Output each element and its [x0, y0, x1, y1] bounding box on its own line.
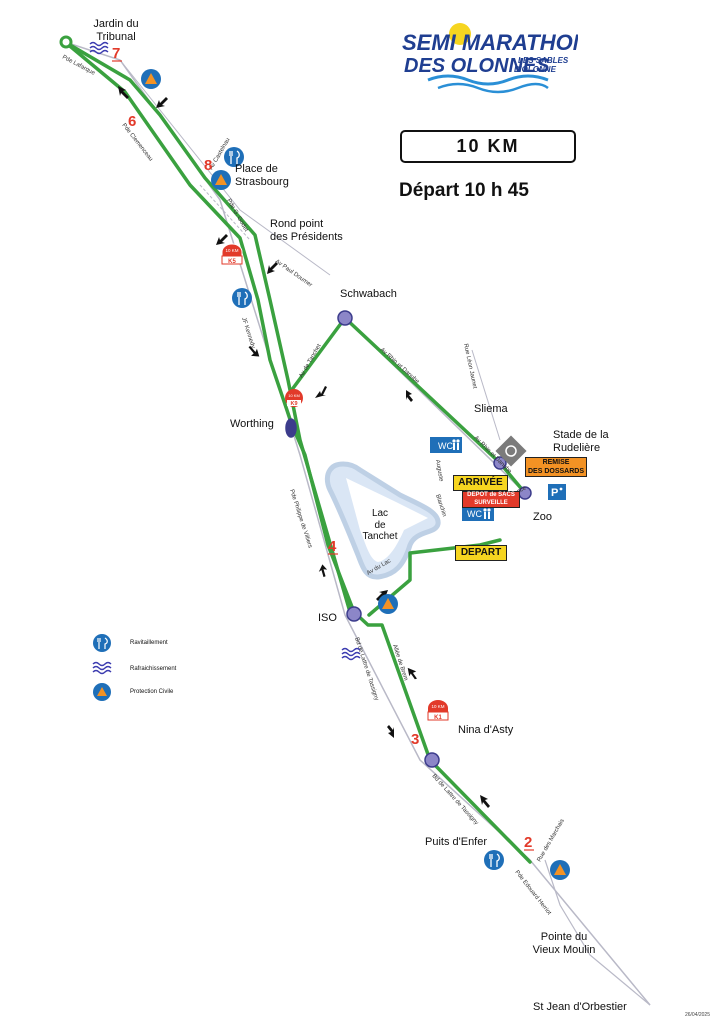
stadium-icon — [495, 435, 527, 467]
remise-dossards-tag: REMISE DES DOSSARDS — [525, 457, 587, 477]
arrivee-tag: ARRIVÉE — [453, 475, 508, 491]
place-iso: ISO — [318, 612, 337, 624]
svg-text:LES SABLES: LES SABLES — [518, 56, 569, 65]
distance-box: 10 KM — [400, 130, 576, 163]
place-sliema: Sliema — [474, 403, 508, 415]
street-villiers: Pde Philippe de Villiers — [288, 489, 313, 549]
svg-text:10 KM: 10 KM — [225, 248, 238, 253]
race-course — [63, 40, 532, 864]
svg-text:K1: K1 — [434, 715, 442, 721]
fork-knife-icon — [224, 147, 244, 167]
street-marchais: Rue des Marchais — [537, 818, 566, 863]
depart-tag: DEPART — [455, 545, 507, 561]
km-marker-7: 7 — [112, 45, 120, 62]
protection-civile-icons — [93, 69, 570, 880]
parking-icon: P — [548, 484, 566, 500]
svg-text:10 KM: 10 KM — [431, 704, 444, 709]
print-date: 26/04/2025 — [684, 1012, 710, 1018]
svg-text:10 KM: 10 KM — [288, 393, 300, 398]
svg-text:K9: K9 — [290, 401, 297, 407]
race-logo: SEMI MARATHON DES OLONNES LES SABLES D'O… — [398, 20, 590, 96]
start-time: Départ 10 h 45 — [399, 180, 529, 201]
street-tassigny2: Bd de Lattre de Tassigny — [431, 773, 480, 826]
km-sign-k9: 10 KM K9 — [285, 389, 303, 407]
svg-text:DES OLONNES: DES OLONNES — [404, 55, 550, 77]
place-stade-rudeliere: Stade de la Rudelière — [553, 429, 609, 454]
place-schwabach: Schwabach — [340, 288, 397, 300]
street-herriot: Pde Edouard Herriot — [513, 870, 552, 917]
water-waves-icon — [92, 661, 112, 675]
street-doumer: Av Paul Doumer — [274, 259, 313, 289]
place-worthing: Worthing — [230, 418, 274, 430]
place-jardin-tribunal: Jardin du Tribunal — [93, 18, 139, 43]
km-marker-3: 3 — [411, 731, 419, 748]
legend-protection-civile: Protection Civile — [130, 689, 174, 695]
svg-text:SEMI MARATHON: SEMI MARATHON — [402, 30, 578, 55]
wc-badge: WC — [462, 506, 494, 521]
place-strasbourg: Place de Strasbourg — [235, 163, 289, 188]
protection-civile-icon — [550, 860, 570, 880]
km-marker-2: 2 — [524, 834, 532, 851]
water-waves-icon — [341, 647, 361, 661]
protection-civile-icon — [141, 69, 161, 89]
rafraichissement-icons — [89, 41, 361, 675]
svg-text:WC: WC — [438, 441, 453, 451]
legend-rafraichissement: Rafraichissement — [130, 666, 177, 672]
place-puits-enfer: Puits d'Enfer — [425, 836, 488, 848]
street-jaunet: Rue Léon Jaunet — [462, 343, 477, 389]
place-zoo: Zoo — [533, 511, 552, 523]
water-waves-icon — [89, 41, 109, 55]
km-marker-8: 8 — [204, 157, 212, 174]
ravitaillement-icons — [93, 147, 504, 870]
wc-badge: WC — [430, 437, 462, 453]
km-markers: 7 6 8 4 3 2 — [112, 45, 534, 851]
legend-ravitaillement: Ravitaillement — [130, 640, 168, 646]
street-kennedy: JF Kennedy — [240, 317, 256, 349]
street-rhin: Av Rhin et Danube — [379, 347, 421, 386]
place-rond-point-presidents: Rond point des Présidents — [270, 218, 343, 243]
km-marker-6: 6 — [128, 113, 136, 130]
place-nina-dasty: Nina d'Asty — [458, 724, 514, 736]
street-auguste: Auguste — [434, 459, 444, 482]
protection-civile-icon — [378, 594, 398, 614]
km-sign-k5: 10 KM K5 — [221, 243, 243, 265]
protection-civile-icon — [211, 170, 231, 190]
street-tassigny1: Bd de Lattre de Tassigny — [353, 637, 379, 702]
place-st-jean-orbestier: St Jean d'Orbestier — [533, 1001, 627, 1013]
svg-text:K5: K5 — [228, 259, 236, 265]
svg-text:WC: WC — [467, 509, 482, 519]
svg-text:P: P — [551, 487, 558, 499]
fork-knife-icon — [93, 634, 111, 652]
svg-text:D'OLONNE: D'OLONNE — [514, 65, 557, 74]
protection-civile-icon — [93, 683, 111, 701]
place-pointe-vieux-moulin: Pointe du Vieux Moulin — [532, 931, 596, 956]
place-lac-tanchet: Lac de Tanchet — [362, 508, 398, 542]
street-tanchet: Av de Tanchet — [299, 343, 323, 379]
depot-sacs-tag: DEPOT de SACS SURVEILLE — [462, 491, 520, 508]
fork-knife-icon — [484, 850, 504, 870]
direction-arrows — [118, 86, 490, 808]
km-sign-k1: 10 KM K1 — [427, 700, 449, 721]
km-marker-4: 4 — [328, 538, 337, 555]
fork-knife-icon — [232, 288, 252, 308]
